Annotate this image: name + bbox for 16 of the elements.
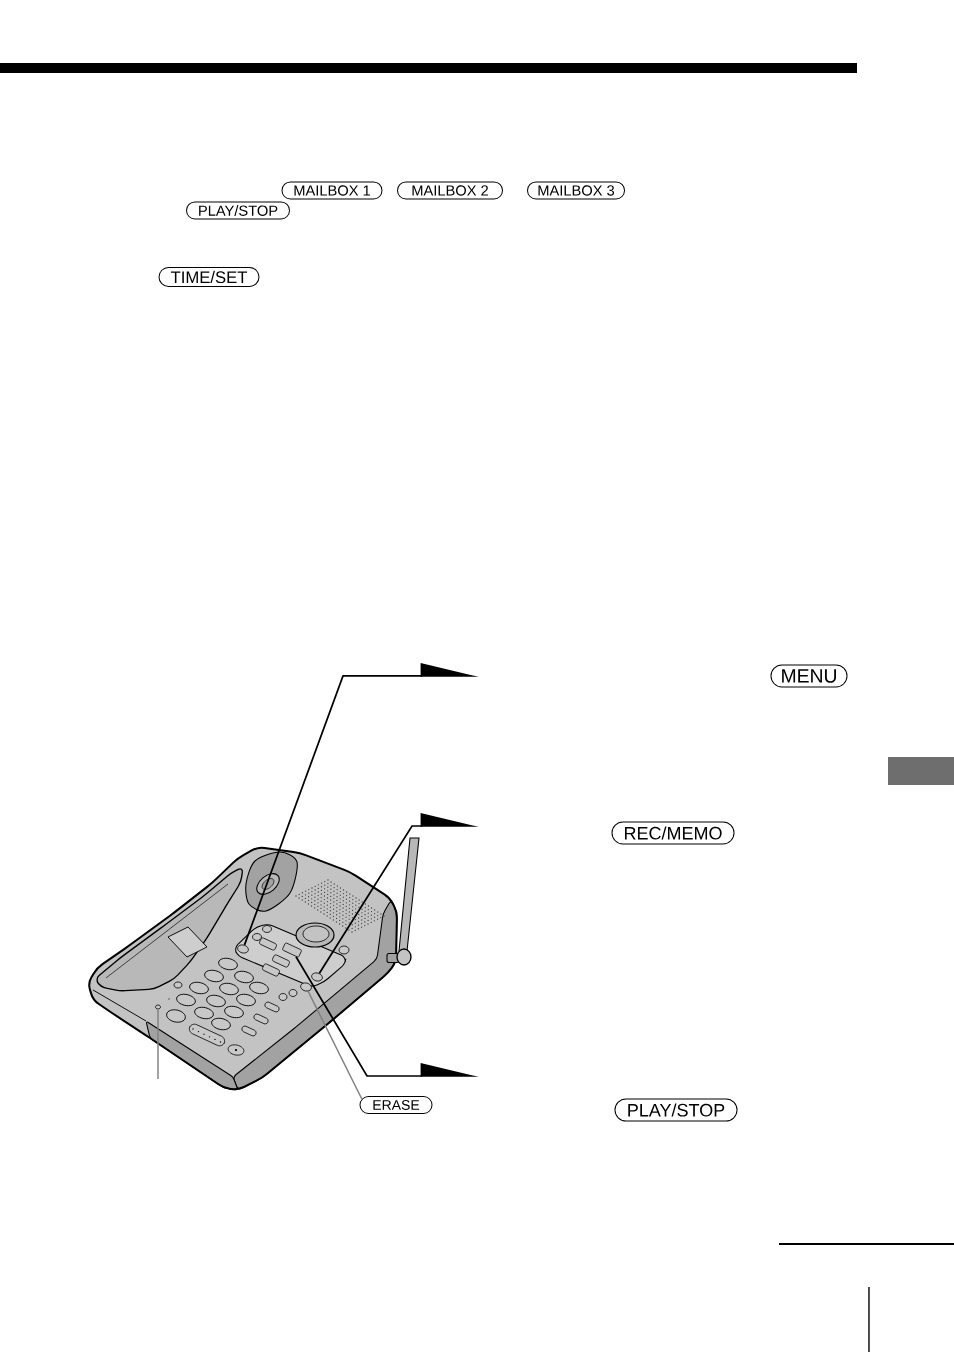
leader-line (307, 990, 363, 1100)
round-button (237, 944, 249, 954)
indicator-light (155, 1004, 161, 1010)
round-button (300, 982, 312, 992)
key-label: PLAY/STOP (614, 1098, 738, 1122)
leader-line (157, 1008, 159, 1080)
key-label: MAILBOX 1 (281, 181, 383, 200)
key-label: REC/MEMO (611, 821, 735, 845)
key-label: MENU (770, 664, 848, 688)
key-label: MAILBOX 2 (397, 181, 503, 200)
round-button (311, 972, 323, 982)
key-label: ERASE (359, 1096, 433, 1114)
key-label: MAILBOX 3 (527, 181, 625, 200)
key-label: TIME/SET (158, 267, 260, 287)
key-label: PLAY/STOP (186, 201, 290, 220)
rectangular-button (282, 942, 302, 958)
